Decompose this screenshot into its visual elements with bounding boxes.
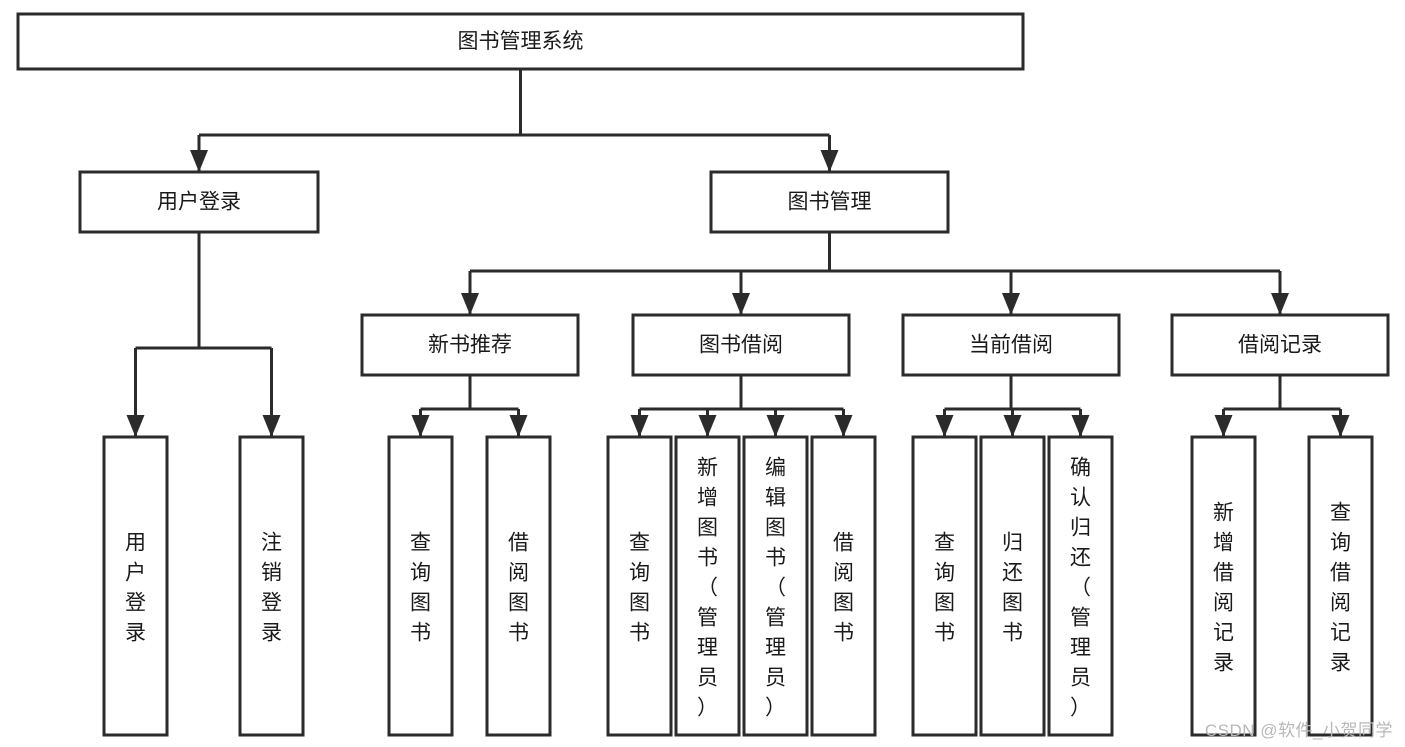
arrow-head-icon xyxy=(1071,415,1090,437)
node-box-leaf-query-book-rec xyxy=(387,435,454,737)
node-current-borrow[interactable]: 当前借阅 xyxy=(901,313,1121,377)
node-leaf-user-logout[interactable]: 注销登录 xyxy=(238,435,305,737)
arrow-head-icon xyxy=(262,415,281,437)
node-label-new-book-rec: 新书推荐 xyxy=(428,334,512,357)
node-leaf-return-book[interactable]: 归还图书 xyxy=(979,435,1046,737)
arrow-head-icon xyxy=(698,415,717,437)
node-label-leaf-confirm-return: 确认归还（管理员） xyxy=(1070,456,1091,719)
node-leaf-query-book-cur[interactable]: 查询图书 xyxy=(911,435,978,737)
arrow-head-icon xyxy=(732,293,750,315)
connectors-layer xyxy=(126,69,1350,437)
node-box-leaf-query-book-cur xyxy=(911,435,978,737)
node-label-leaf-user-logout: 注销登录 xyxy=(261,531,282,644)
node-label-book-manage: 图书管理 xyxy=(788,191,872,214)
arrow-head-icon xyxy=(1002,293,1020,315)
arrow-head-icon xyxy=(126,415,145,437)
node-label-book-borrow: 图书借阅 xyxy=(699,334,783,357)
arrow-head-icon xyxy=(766,415,785,437)
node-box-leaf-borrow-book xyxy=(810,435,877,737)
node-leaf-confirm-return[interactable]: 确认归还（管理员） xyxy=(1047,435,1114,737)
node-label-leaf-add-book: 新增图书（管理员） xyxy=(697,456,718,719)
node-box-leaf-query-book-borrow xyxy=(606,435,673,737)
node-label-leaf-borrow-book-rec: 借阅图书 xyxy=(508,531,529,644)
node-label-leaf-query-record: 查询借阅记录 xyxy=(1330,501,1351,674)
node-box-leaf-query-record xyxy=(1307,435,1374,737)
arrow-head-icon xyxy=(630,415,649,437)
node-box-book-borrow xyxy=(631,313,851,377)
node-leaf-add-book[interactable]: 新增图书（管理员） xyxy=(674,435,741,737)
arrow-head-icon xyxy=(1003,415,1022,437)
boxes-layer: 图书管理系统用户登录图书管理新书推荐图书借阅当前借阅借阅记录用户登录注销登录查询… xyxy=(16,12,1390,737)
arrow-head-icon xyxy=(411,415,430,437)
node-label-leaf-query-book-cur: 查询图书 xyxy=(934,531,955,644)
node-leaf-borrow-book[interactable]: 借阅图书 xyxy=(810,435,877,737)
node-box-leaf-borrow-book-rec xyxy=(485,435,552,737)
arrow-head-icon xyxy=(1271,293,1289,315)
node-box-borrow-record xyxy=(1170,313,1390,377)
arrow-head-icon xyxy=(820,150,839,172)
node-leaf-query-book-borrow[interactable]: 查询图书 xyxy=(606,435,673,737)
node-box-leaf-edit-book xyxy=(742,435,809,737)
node-box-leaf-user-logout xyxy=(238,435,305,737)
node-book-borrow[interactable]: 图书借阅 xyxy=(631,313,851,377)
node-leaf-user-login[interactable]: 用户登录 xyxy=(102,435,169,737)
node-leaf-add-record[interactable]: 新增借阅记录 xyxy=(1190,435,1257,737)
node-label-leaf-return-book: 归还图书 xyxy=(1002,531,1023,644)
node-box-book-manage xyxy=(709,170,950,234)
node-box-current-borrow xyxy=(901,313,1121,377)
node-leaf-edit-book[interactable]: 编辑图书（管理员） xyxy=(742,435,809,737)
arrow-head-icon xyxy=(1214,415,1233,437)
arrow-head-icon xyxy=(461,293,479,315)
node-label-leaf-borrow-book: 借阅图书 xyxy=(833,531,854,644)
node-box-leaf-confirm-return xyxy=(1047,435,1114,737)
node-book-manage[interactable]: 图书管理 xyxy=(709,170,950,234)
arrow-head-icon xyxy=(834,415,853,437)
watermark-text: CSDN @软件_小贺同学 xyxy=(1204,721,1393,740)
node-label-user-login: 用户登录 xyxy=(157,191,241,214)
node-box-leaf-add-record xyxy=(1190,435,1257,737)
arrow-head-icon xyxy=(1331,415,1350,437)
node-label-current-borrow: 当前借阅 xyxy=(969,334,1053,357)
node-leaf-query-record[interactable]: 查询借阅记录 xyxy=(1307,435,1374,737)
node-label-leaf-query-book-rec: 查询图书 xyxy=(410,531,431,644)
node-user-login[interactable]: 用户登录 xyxy=(78,170,320,234)
arrow-head-icon xyxy=(935,415,954,437)
node-new-book-rec[interactable]: 新书推荐 xyxy=(360,313,580,377)
arrow-head-icon xyxy=(190,150,208,172)
node-label-leaf-user-login: 用户登录 xyxy=(125,531,146,644)
node-label-root: 图书管理系统 xyxy=(458,30,584,53)
node-label-borrow-record: 借阅记录 xyxy=(1238,334,1322,357)
node-label-leaf-add-record: 新增借阅记录 xyxy=(1213,501,1234,674)
node-leaf-query-book-rec[interactable]: 查询图书 xyxy=(387,435,454,737)
node-box-leaf-user-login xyxy=(102,435,169,737)
node-box-leaf-return-book xyxy=(979,435,1046,737)
node-label-leaf-edit-book: 编辑图书（管理员） xyxy=(765,456,786,719)
node-root[interactable]: 图书管理系统 xyxy=(16,12,1025,71)
node-box-user-login xyxy=(78,170,320,234)
node-box-root xyxy=(16,12,1025,71)
node-label-leaf-query-book-borrow: 查询图书 xyxy=(629,531,650,644)
node-leaf-borrow-book-rec[interactable]: 借阅图书 xyxy=(485,435,552,737)
node-box-leaf-add-book xyxy=(674,435,741,737)
arrow-head-icon xyxy=(509,415,528,437)
node-box-new-book-rec xyxy=(360,313,580,377)
node-borrow-record[interactable]: 借阅记录 xyxy=(1170,313,1390,377)
